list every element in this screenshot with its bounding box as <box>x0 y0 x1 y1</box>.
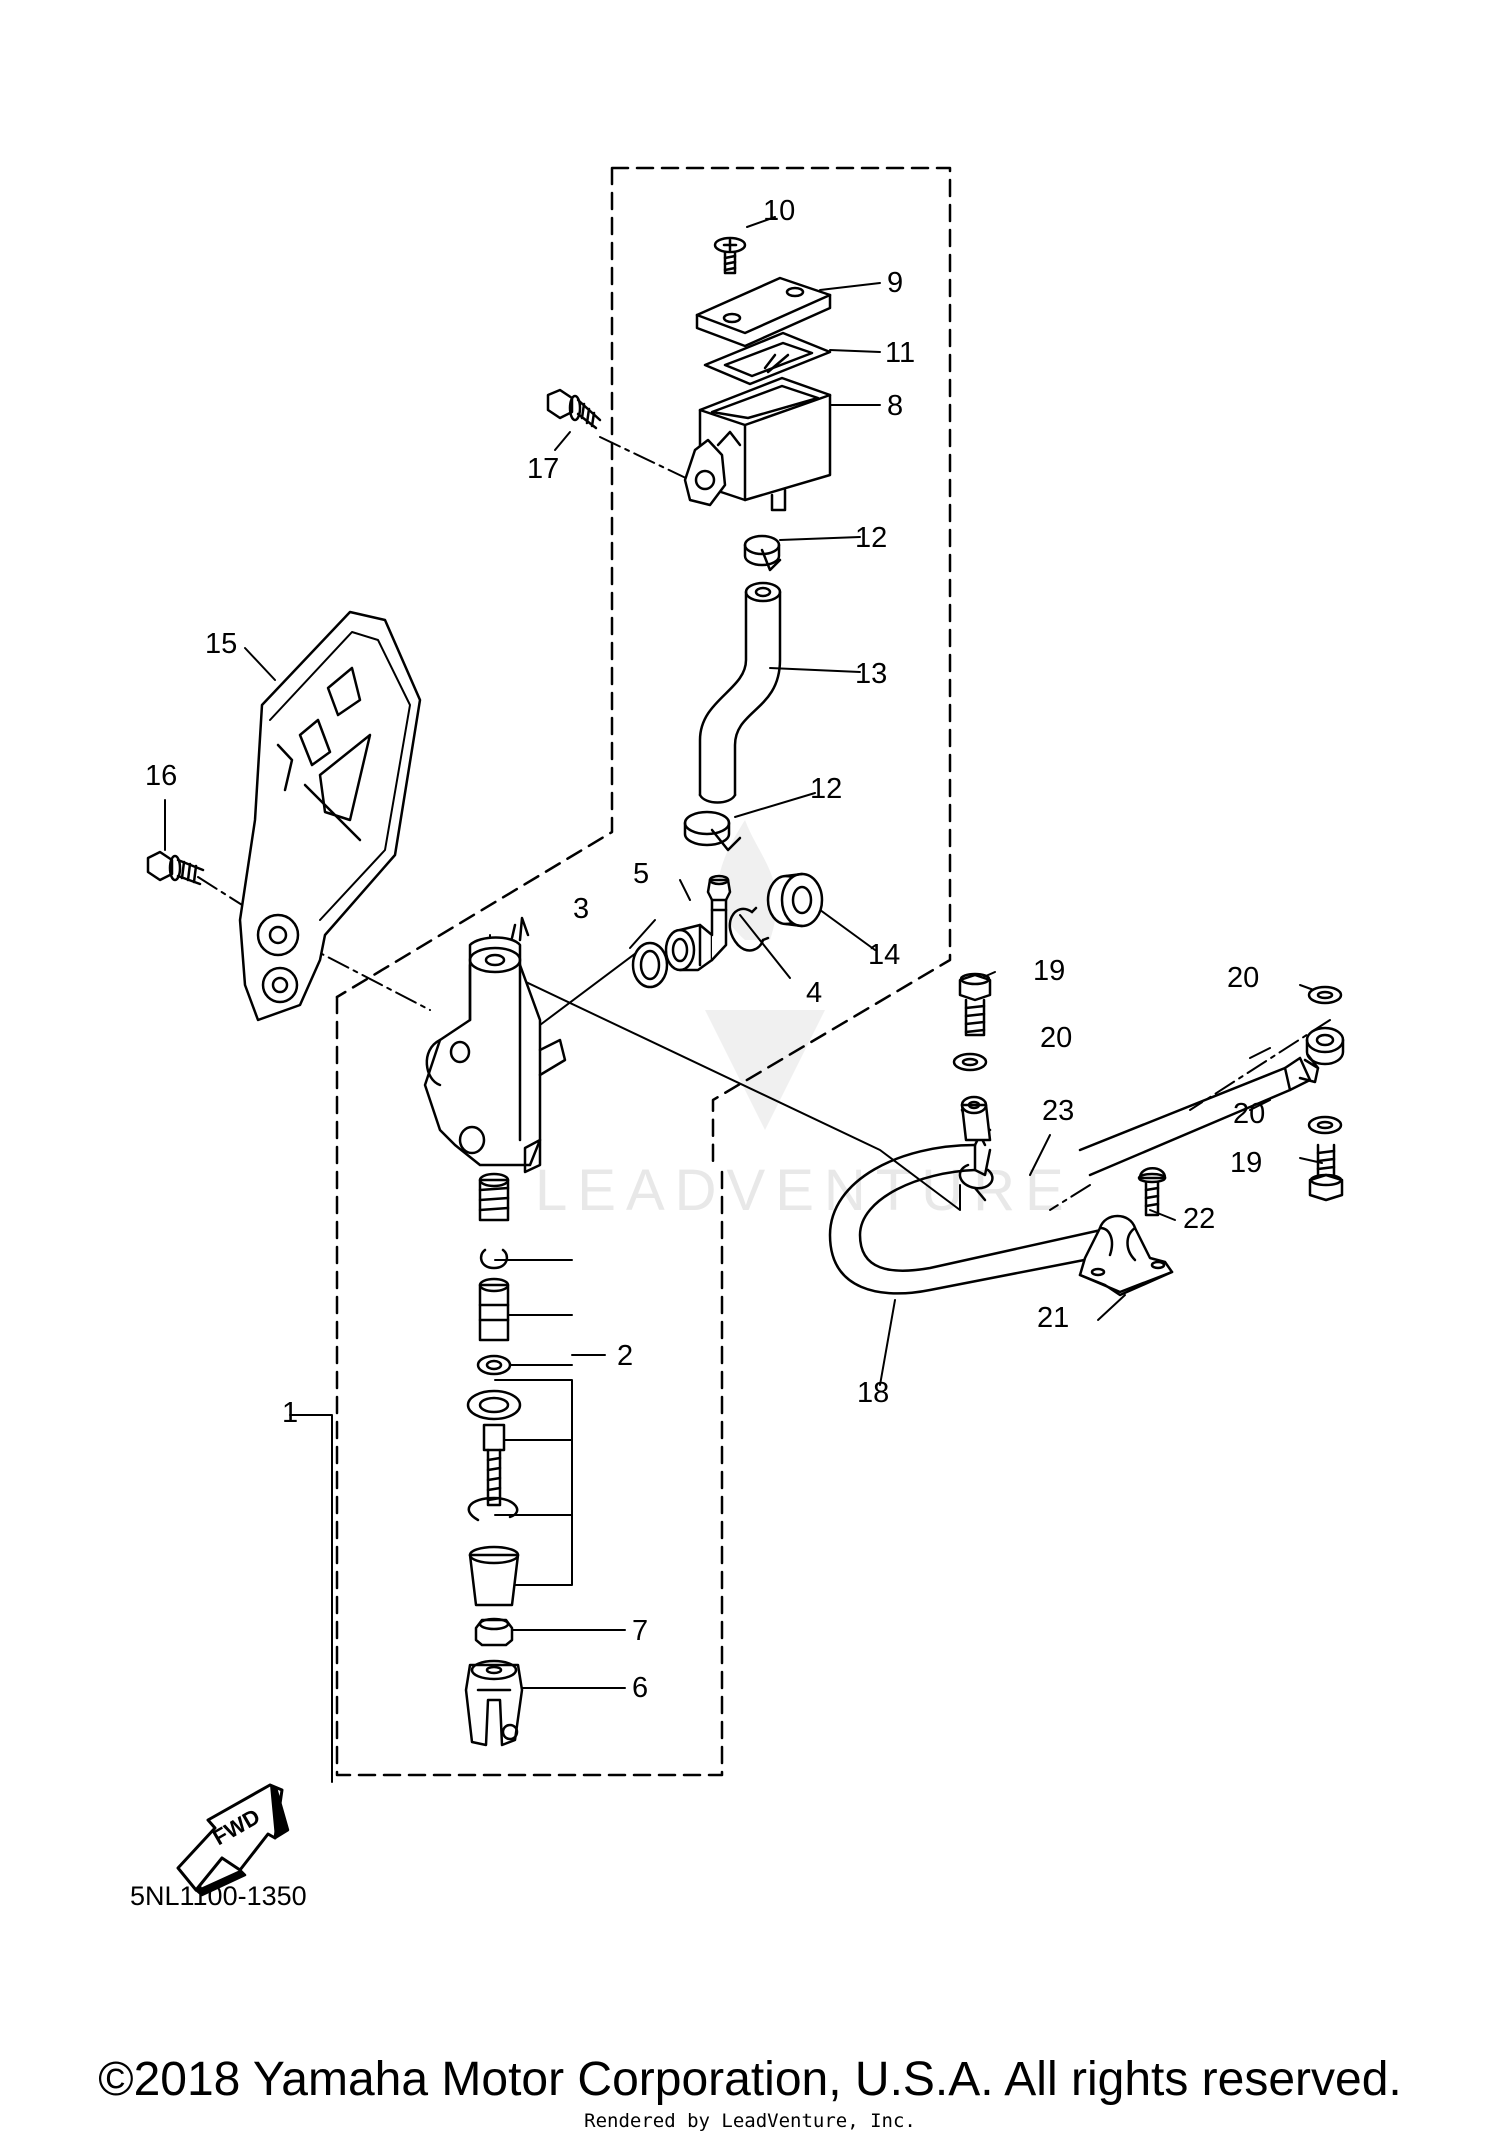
callout-1: 1 <box>282 1397 298 1429</box>
washer-part-20-top-right <box>1307 985 1343 1005</box>
callout-4: 4 <box>806 977 822 1009</box>
copyright-notice: ©2018 Yamaha Motor Corporation, U.S.A. A… <box>98 2053 1402 2106</box>
drawing-code: 5NL1100-1350 <box>130 1881 307 1911</box>
flange-bolt-part-17 <box>546 388 602 430</box>
callout-leaders <box>164 216 1323 1783</box>
hose-clamp-part-21 <box>1078 1214 1174 1297</box>
callout-6: 6 <box>632 1672 648 1704</box>
callout-20-upper-left: 20 <box>1040 1022 1072 1054</box>
callout-12-lower: 12 <box>810 773 842 805</box>
diaphragm-part-11 <box>703 331 832 386</box>
bolt-part-16 <box>146 850 205 886</box>
hose-clip-part-12-upper <box>743 534 782 572</box>
screw-part-22 <box>1137 1167 1167 1217</box>
o-ring-part-3 <box>631 941 669 989</box>
reservoir-hose-part-13 <box>698 581 782 804</box>
callout-19-lower: 19 <box>1230 1147 1262 1179</box>
piston-kit-part-2 <box>466 1172 522 1607</box>
master-cylinder-group-boundary <box>335 995 724 1777</box>
callout-10: 10 <box>763 195 795 227</box>
circlip-part-4 <box>728 906 770 952</box>
callout-16: 16 <box>145 760 177 792</box>
callout-20-top-right: 20 <box>1227 962 1259 994</box>
reservoir-body-part-8 <box>683 376 832 512</box>
washer-part-20-lower-right <box>1307 1115 1343 1135</box>
callout-2: 2 <box>617 1340 633 1372</box>
callout-13: 13 <box>855 658 887 690</box>
hose-joint-part-5 <box>664 874 732 972</box>
watermark-flame-icon <box>705 820 825 1130</box>
reservoir-cap-part-9 <box>695 276 832 348</box>
callout-17: 17 <box>527 453 559 485</box>
callout-15: 15 <box>205 628 237 660</box>
callout-12-upper: 12 <box>855 522 887 554</box>
clevis-part-6 <box>464 1659 524 1747</box>
watermark-text: LEADVENTURE <box>535 1158 1074 1223</box>
callout-20-lower-right: 20 <box>1233 1098 1265 1130</box>
master-cylinder-body-part-1 <box>423 916 567 1174</box>
rendered-by-credit: Rendered by LeadVenture, Inc. <box>584 2110 916 2132</box>
heel-guard-part-15 <box>238 610 422 1022</box>
fwd-arrow-icon <box>176 1783 290 1897</box>
banjo-bolt-part-19-lower <box>1308 1143 1344 1202</box>
grommet-part-14 <box>766 872 824 928</box>
clip-part-23 <box>958 1163 994 1202</box>
centre-line-clamp <box>1049 1184 1091 1211</box>
banjo-bolt-part-19-upper <box>958 972 992 1037</box>
screw-part-10 <box>713 236 747 275</box>
callout-8: 8 <box>887 390 903 422</box>
brake-hose-part-18 <box>828 1056 1320 1295</box>
hose-banjo-fitting-right <box>1305 1026 1345 1070</box>
callout-14: 14 <box>868 939 900 971</box>
callout-11: 11 <box>885 337 915 369</box>
callout-22: 22 <box>1183 1203 1215 1235</box>
callout-3: 3 <box>573 893 589 925</box>
washer-part-20-upper-left <box>952 1052 988 1072</box>
callout-7: 7 <box>632 1615 648 1647</box>
callout-18: 18 <box>857 1377 889 1409</box>
centre-line-guard-mount <box>294 939 431 1011</box>
callout-19-upper: 19 <box>1033 955 1065 987</box>
callout-23: 23 <box>1042 1095 1074 1127</box>
callout-5: 5 <box>633 858 649 890</box>
callout-9: 9 <box>887 267 903 299</box>
nut-part-7 <box>474 1617 514 1647</box>
callout-labels: 10 9 11 8 17 12 13 12 15 16 5 3 14 4 19 … <box>145 195 1265 1704</box>
callout-21: 21 <box>1037 1302 1069 1334</box>
centre-line-banjo-bolt <box>1189 1019 1331 1111</box>
leader-line-seal-3 <box>539 949 641 1026</box>
reservoir-group-boundary <box>335 166 952 1167</box>
hose-clip-part-12-lower <box>683 810 742 852</box>
centre-line-bolt-17 <box>599 436 691 481</box>
